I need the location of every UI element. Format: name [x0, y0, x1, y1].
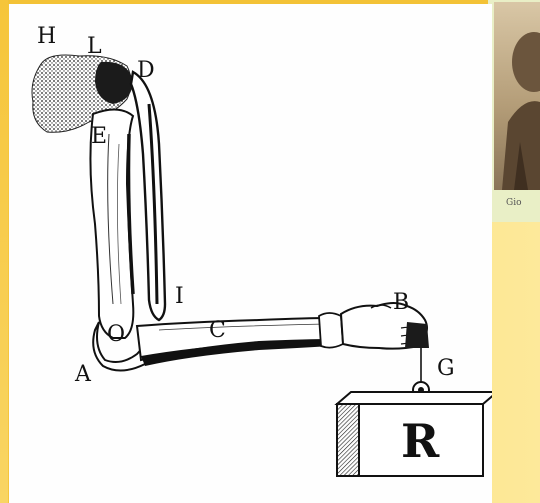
portrait-figure	[494, 2, 540, 190]
wrist	[319, 313, 343, 348]
label-o: O	[107, 324, 125, 346]
label-h: H	[37, 26, 56, 48]
fingers-dark	[405, 322, 429, 348]
label-c: C	[209, 320, 226, 342]
label-b: B	[393, 292, 409, 314]
label-l: L	[87, 36, 102, 58]
portrait-photo: Gio	[488, 0, 540, 222]
weight-box-top	[337, 392, 492, 404]
figure-paper: H L D E I O C A B G R	[9, 4, 492, 503]
label-e: E	[91, 126, 107, 148]
label-a: A	[75, 364, 91, 386]
label-r: R	[401, 418, 439, 464]
label-d: D	[137, 60, 155, 82]
portrait-image	[494, 2, 540, 190]
label-i: I	[175, 286, 184, 308]
label-g: G	[437, 358, 455, 380]
portrait-caption: Gio	[506, 198, 522, 208]
frame-left-border	[0, 0, 8, 503]
weight-box-left-side	[337, 404, 359, 476]
